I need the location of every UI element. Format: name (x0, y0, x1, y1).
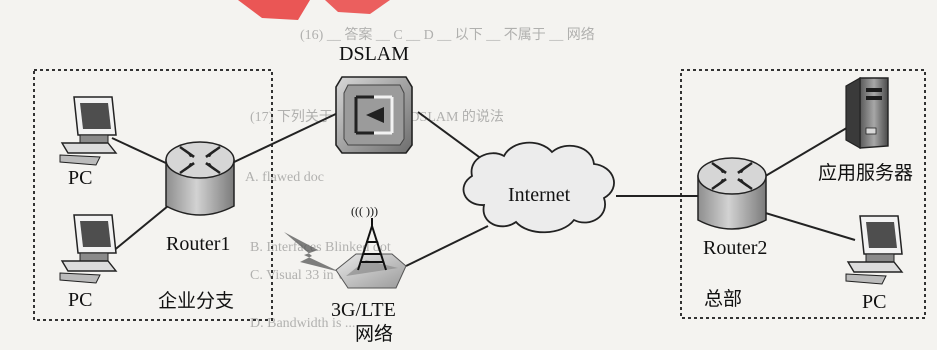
server-icon (845, 76, 889, 150)
dslam-label: DSLAM (339, 43, 410, 65)
wireless-network-label: 网络 (355, 323, 394, 345)
pc-label-top: PC (68, 167, 93, 189)
router2-label: Router2 (703, 237, 768, 259)
wireless-signal-text: ((( ))) (351, 204, 378, 218)
background-text-line3: A. flawed doc (245, 170, 324, 185)
internet-cloud-icon (462, 141, 615, 234)
watermark-shape-2 (325, 0, 390, 14)
background-text-line4: B. Interfaces Blinked dot (250, 240, 391, 255)
hq-boundary (680, 69, 926, 319)
link-pc-top-router1 (111, 137, 169, 165)
cell-tower-icon (335, 218, 407, 289)
pc-icon (59, 214, 118, 284)
background-text-line1: (16) __ 答案 __ C __ D __ 以下 __ 不属于 __ 网络 (300, 28, 595, 43)
pc-icon (845, 215, 904, 285)
pc-label-bottom: PC (68, 289, 93, 311)
branch-label: 企业分支 (158, 290, 235, 312)
internet-label: Internet (508, 184, 571, 206)
router-icon (165, 141, 235, 216)
pc-hq-label: PC (862, 291, 887, 313)
router-icon (697, 157, 767, 230)
dslam-icon (335, 76, 413, 154)
app-server-label: 应用服务器 (818, 162, 914, 184)
hq-label: 总部 (704, 288, 743, 310)
watermark-shape (238, 0, 310, 20)
link-router2-pc (761, 211, 856, 241)
link-wireless-internet (405, 225, 489, 267)
link-dslam-internet (417, 111, 491, 166)
link-pc-bottom-router1 (111, 205, 169, 253)
link-router1-dslam (231, 111, 341, 164)
wireless-link-bolt-icon (284, 232, 340, 272)
background-text-line6: D. Bandwidth is ... (250, 316, 356, 331)
wireless-tech-label: 3G/LTE (331, 299, 396, 321)
pc-icon (59, 96, 118, 166)
branch-boundary (33, 69, 273, 321)
router1-label: Router1 (166, 233, 231, 255)
link-router2-server (761, 125, 851, 179)
